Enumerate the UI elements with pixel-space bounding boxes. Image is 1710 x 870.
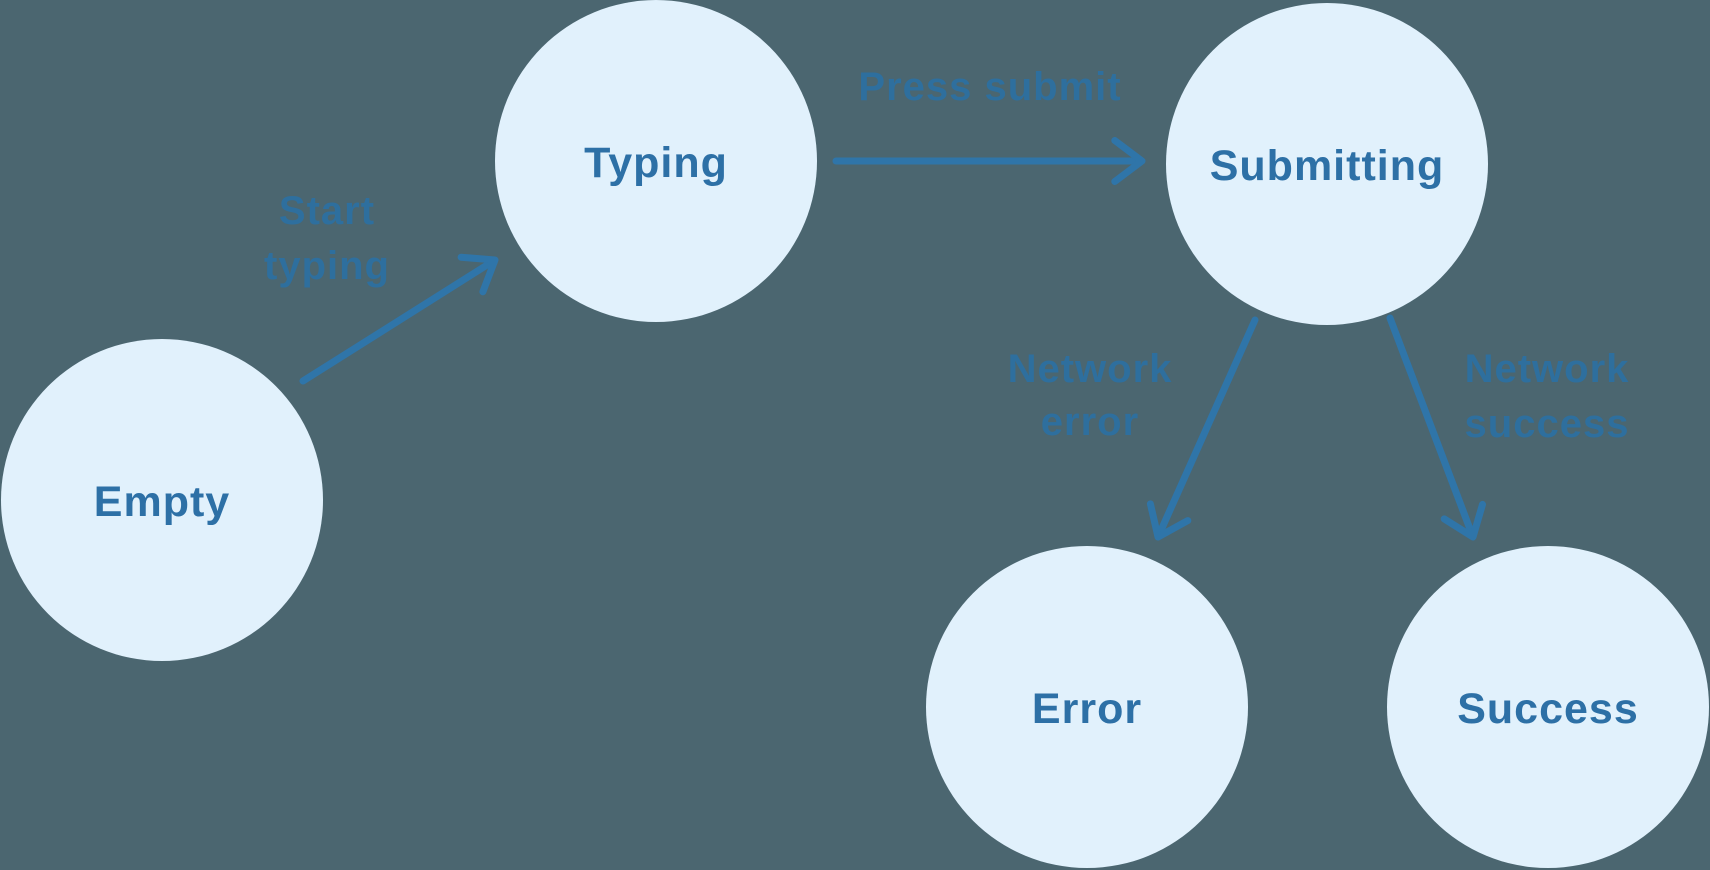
arrowhead-icon <box>1146 500 1192 541</box>
edge-submitting-to-success: Network success <box>1386 314 1630 541</box>
state-circle-error <box>926 546 1248 868</box>
edge-typing-to-submitting: Press submit <box>832 65 1146 185</box>
state-node-success: Success <box>1387 546 1709 868</box>
arrowhead-icon <box>1111 137 1146 185</box>
edge-label-submitting-to-success: Network <box>1465 347 1630 391</box>
state-circle-submitting <box>1166 3 1488 325</box>
edge-label-submitting-to-error: Network <box>1008 347 1173 391</box>
state-circle-typing <box>495 0 817 322</box>
edge-label-submitting-to-error: error <box>1041 400 1139 444</box>
edge-label-empty-to-typing: typing <box>264 244 390 288</box>
edge-empty-to-typing: Start typing <box>264 189 499 385</box>
state-circle-success <box>1387 546 1709 868</box>
edge-line-submitting-to-success <box>1386 314 1475 535</box>
edge-label-empty-to-typing: Start <box>279 189 375 233</box>
arrowhead-icon <box>1440 500 1486 541</box>
edge-label-typing-to-submitting: Press submit <box>858 65 1121 109</box>
state-node-error: Error <box>926 546 1248 868</box>
state-label-empty: Empty <box>94 478 230 526</box>
edge-submitting-to-error: Network error <box>1008 316 1259 541</box>
state-label-error: Error <box>1032 685 1142 733</box>
state-node-typing: Typing <box>495 0 817 322</box>
state-label-submitting: Submitting <box>1210 142 1445 190</box>
arrowhead-icon <box>457 253 499 296</box>
edge-line-empty-to-typing <box>299 259 494 385</box>
state-label-typing: Typing <box>584 139 728 187</box>
edge-line-submitting-to-error <box>1156 316 1259 536</box>
state-node-submitting: Submitting <box>1166 3 1488 325</box>
state-label-success: Success <box>1457 685 1639 733</box>
edge-label-submitting-to-success: success <box>1465 402 1630 446</box>
state-node-empty: Empty <box>1 339 323 661</box>
state-circle-empty <box>1 339 323 661</box>
